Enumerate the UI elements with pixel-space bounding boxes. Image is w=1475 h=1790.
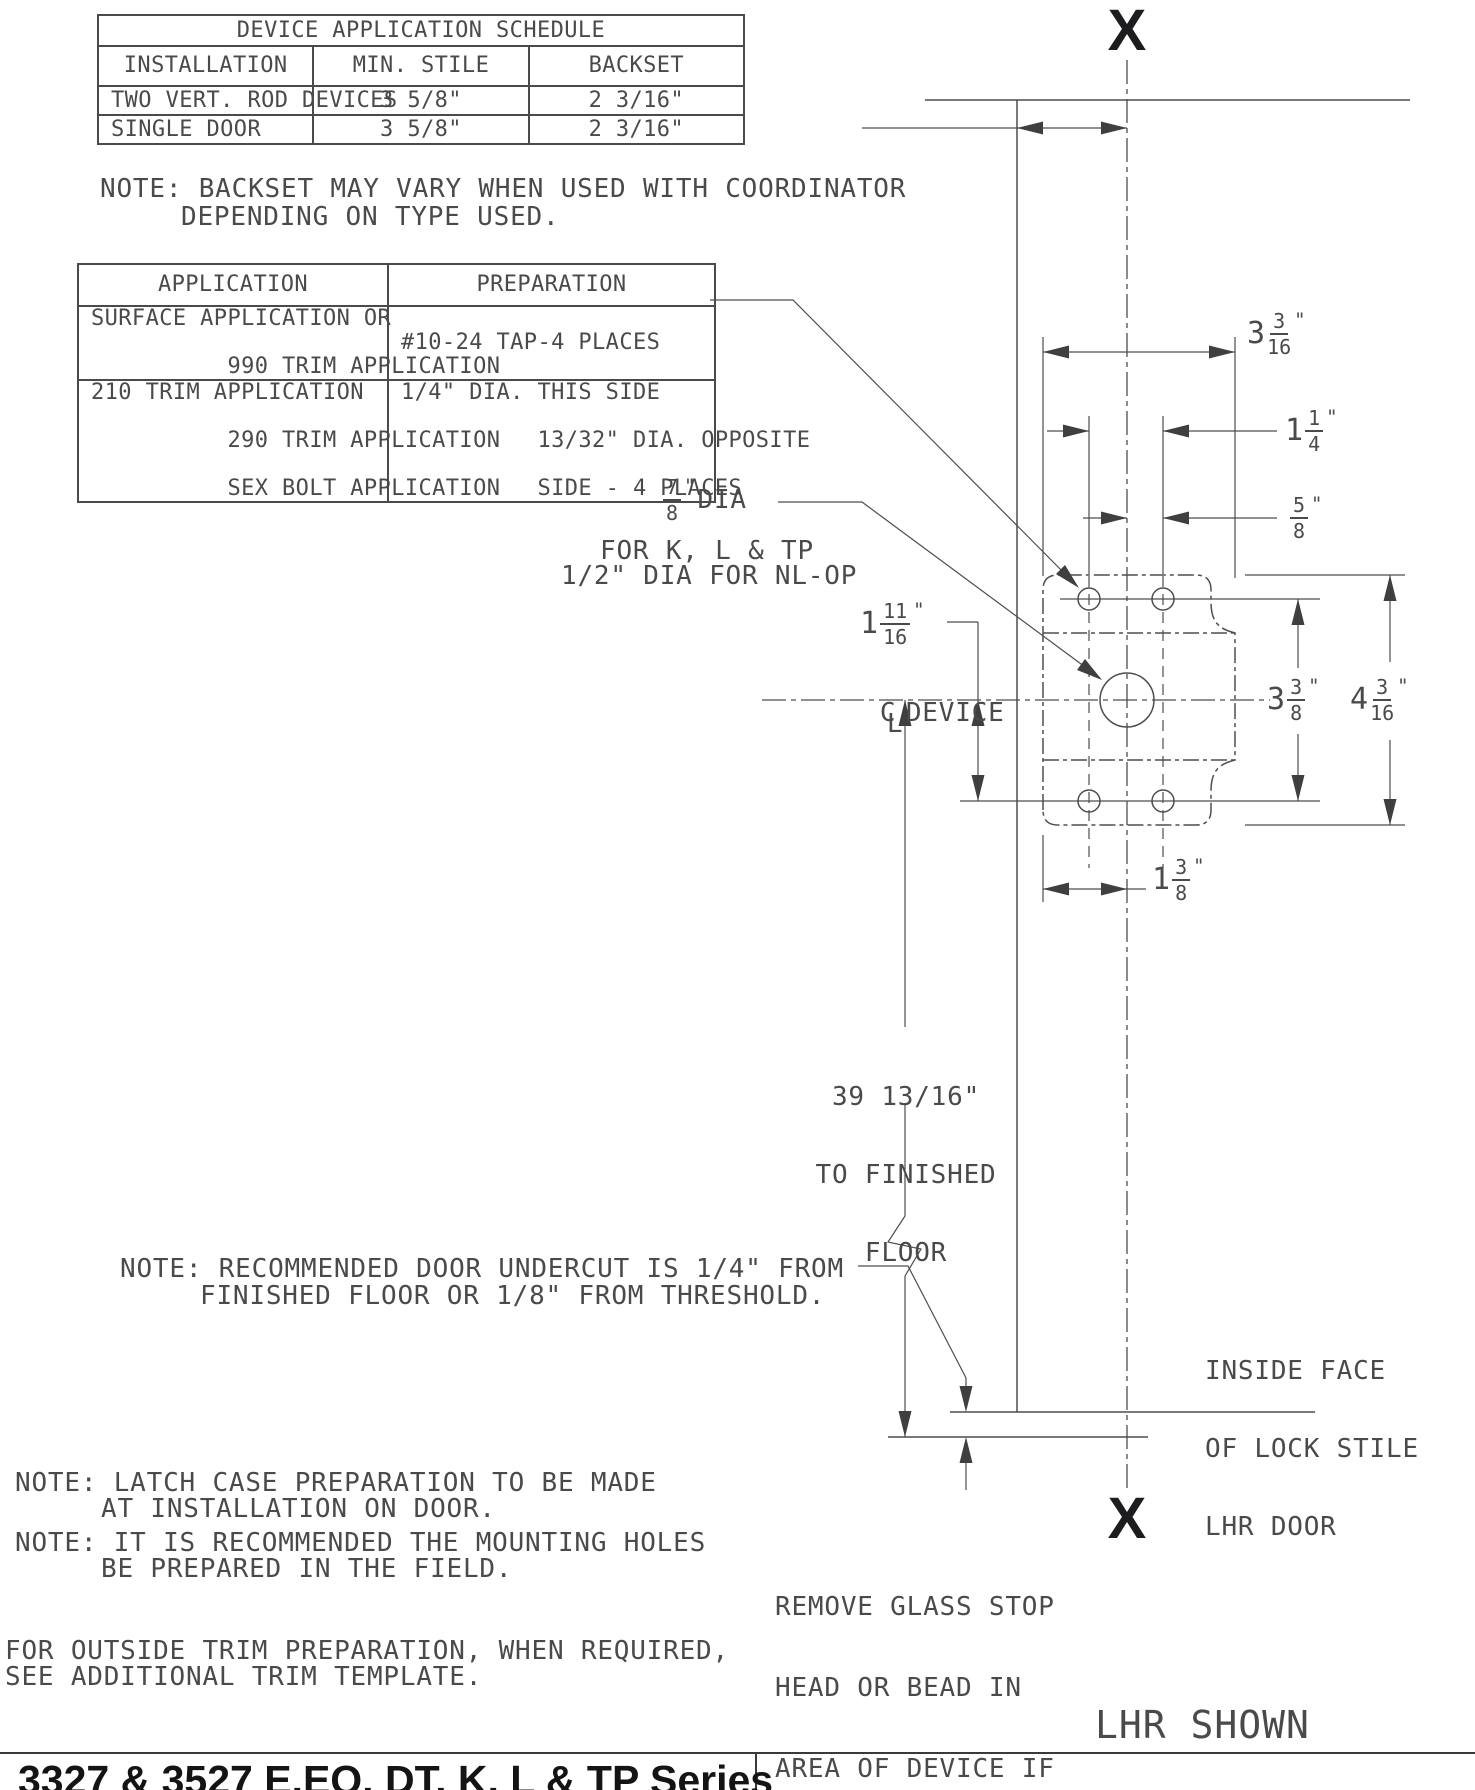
- centerline-marker-bottom: X: [1107, 1486, 1147, 1551]
- schedule-col-backset: BACKSET: [527, 45, 746, 87]
- table-row: SURFACE APPLICATION OR 990 TRIM APPLICAT…: [77, 305, 716, 381]
- schedule-cell: TWO VERT. ROD DEVICES: [96, 85, 397, 116]
- schedule-title: DEVICE APPLICATION SCHEDULE: [97, 14, 745, 47]
- dimension-lines: [862, 127, 1405, 1490]
- mounting-note-line2: BE PREPARED IN THE FIELD.: [101, 1554, 513, 1584]
- outside-trim-note-line2: SEE ADDITIONAL TRIM TEMPLATE.: [5, 1662, 483, 1692]
- schedule-cell: 3 5/8": [312, 85, 530, 116]
- undercut-note-line1: NOTE: RECOMMENDED DOOR UNDERCUT IS 1/4" …: [120, 1254, 844, 1284]
- hole-column-centerlines: [1088, 576, 1164, 868]
- schedule-col-min-stile: MIN. STILE: [312, 45, 530, 87]
- mounting-note-line1: NOTE: IT IS RECOMMENDED THE MOUNTING HOL…: [15, 1528, 707, 1558]
- device-application-schedule-table: DEVICE APPLICATION SCHEDULE INSTALLATION…: [96, 14, 746, 145]
- preparation-cell: #10-24 TAP-4 PLACES: [387, 305, 716, 381]
- schedule-cell: 2 3/16": [527, 85, 746, 116]
- schedule-cell: SINGLE DOOR: [96, 114, 315, 145]
- center-hole-note-line2: 1/2" DIA FOR NL-OP: [561, 561, 858, 591]
- schedule-col-installation: INSTALLATION: [96, 45, 315, 87]
- preparation-cell: 1/4" DIA. THIS SIDE 13/32" DIA. OPPOSITE…: [387, 379, 810, 503]
- title-block-divider: [755, 1754, 757, 1790]
- application-cell: 210 TRIM APPLICATION 290 TRIM APPLICATIO…: [77, 379, 500, 503]
- backset-note-line2: DEPENDING ON TYPE USED.: [181, 202, 560, 232]
- table-row: SINGLE DOOR 3 5/8" 2 3/16": [96, 114, 746, 145]
- table-row: TWO VERT. ROD DEVICES 3 5/8" 2 3/16": [96, 85, 746, 116]
- handing-label: LHR SHOWN RHR OPPOSITE: [1095, 1703, 1310, 1747]
- application-cell: SURFACE APPLICATION OR 990 TRIM APPLICAT…: [77, 305, 500, 381]
- backset-note-line1: NOTE: BACKSET MAY VARY WHEN USED WITH CO…: [100, 174, 907, 204]
- schedule-cell: 2 3/16": [527, 114, 746, 145]
- centerlines: [762, 60, 1270, 1490]
- title-block-border: [0, 1752, 1475, 1754]
- arrowheads: [898, 121, 1397, 1463]
- inside-face-label: INSIDE FACE OF LOCK STILE LHR DOOR: [1205, 1356, 1419, 1542]
- dim-floor-height: 39 13/16" TO FINISHED FLOOR: [815, 1082, 997, 1268]
- preparation-col-header: PREPARATION: [387, 263, 716, 307]
- table-row: 210 TRIM APPLICATION 290 TRIM APPLICATIO…: [77, 379, 810, 503]
- undercut-note-line2: FINISHED FLOOR OR 1/8" FROM THRESHOLD.: [200, 1281, 826, 1311]
- outside-trim-note-line1: FOR OUTSIDE TRIM PREPARATION, WHEN REQUI…: [5, 1636, 729, 1666]
- application-col-header: APPLICATION: [77, 263, 389, 307]
- glass-stop-note: REMOVE GLASS STOP HEAD OR BEAD IN AREA O…: [775, 1592, 1055, 1784]
- door-outline-lines: [888, 99, 1410, 1438]
- latch-note-line2: AT INSTALLATION ON DOOR.: [101, 1494, 496, 1524]
- leader-lines: [710, 299, 1101, 1400]
- application-preparation-table: APPLICATION PREPARATION SURFACE APPLICAT…: [77, 263, 810, 503]
- center-hole-note-line1: FOR K, L & TP: [600, 536, 814, 566]
- series-title: 3327 & 3527 E,EO, DT, K, L & TP Series: [18, 1757, 774, 1790]
- latch-note-line1: NOTE: LATCH CASE PREPARATION TO BE MADE: [15, 1468, 657, 1498]
- schedule-cell: 3 5/8": [312, 114, 530, 145]
- centerline-marker-top: X: [1107, 0, 1147, 63]
